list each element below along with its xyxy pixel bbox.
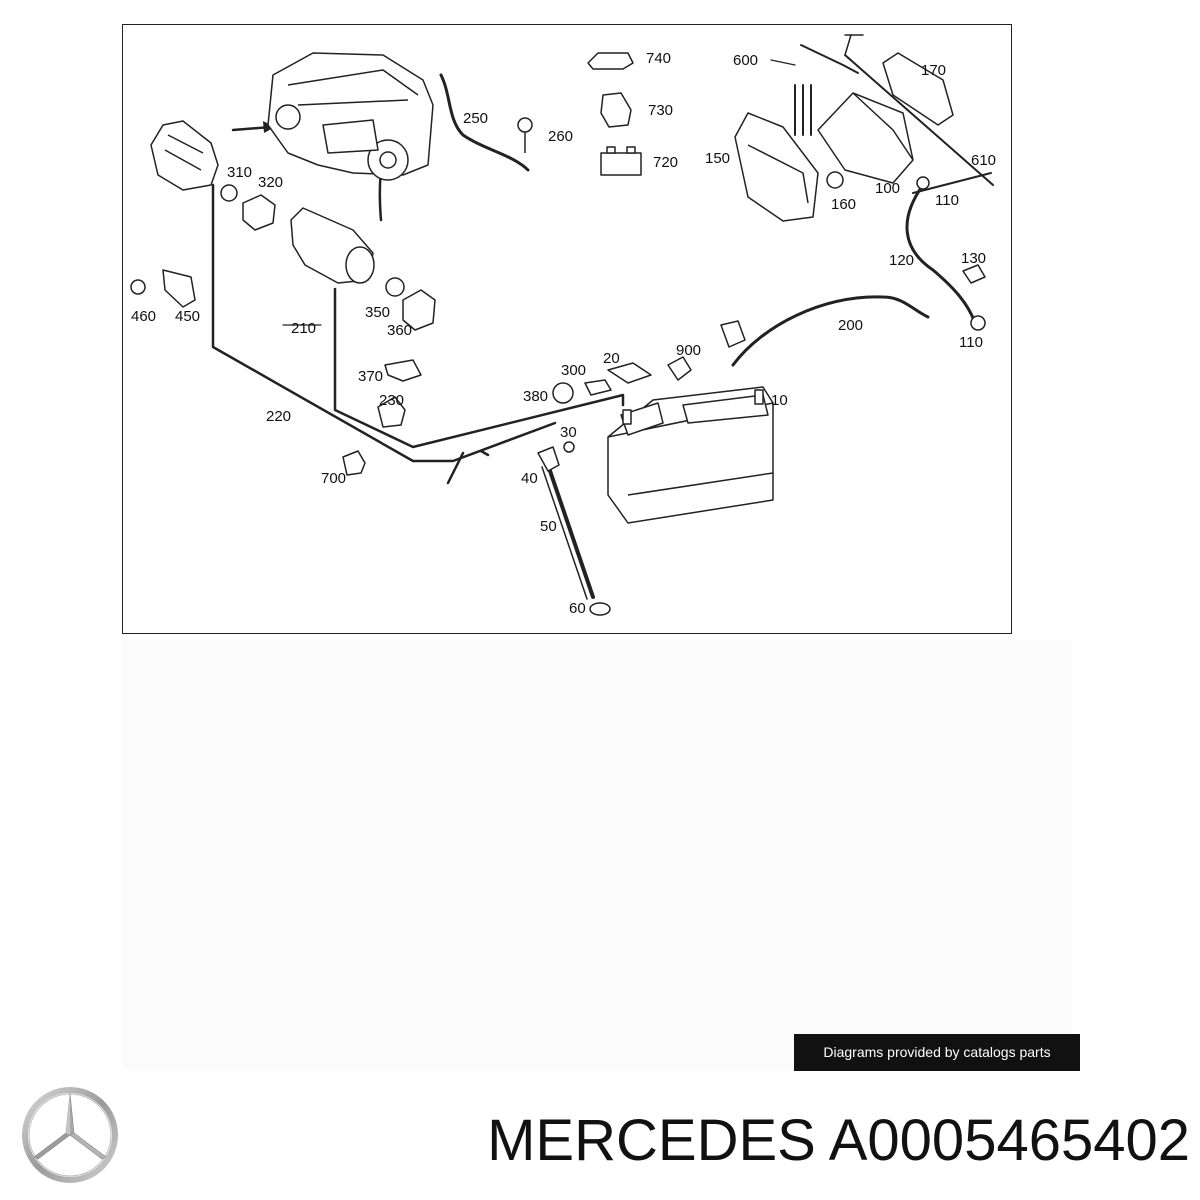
callout-100: 100 xyxy=(875,180,900,197)
callout-360: 360 xyxy=(387,322,412,339)
terminal-40 xyxy=(537,446,560,472)
callout-150: 150 xyxy=(705,150,730,167)
callout-60: 60 xyxy=(569,600,586,617)
bracket-740 xyxy=(587,52,634,70)
callout-50: 50 xyxy=(540,518,557,535)
bracket-370 xyxy=(384,359,422,382)
cable-250 xyxy=(439,73,530,172)
clip-230 xyxy=(377,396,406,428)
nut-380 xyxy=(552,382,574,404)
callout-260: 260 xyxy=(548,128,573,145)
callout-600: 600 xyxy=(733,52,758,69)
bolt-260 xyxy=(517,117,533,133)
nut-160 xyxy=(826,171,844,189)
callout-160: 160 xyxy=(831,196,856,213)
engine-illustration xyxy=(267,52,434,181)
part-title: MERCEDES A0005465402 xyxy=(487,1108,1190,1173)
callout-110a: 110 xyxy=(935,192,959,209)
relay-730 xyxy=(600,92,632,128)
callout-460: 460 xyxy=(131,308,156,325)
sleeve-700 xyxy=(342,450,366,476)
battery-tray-illustration xyxy=(734,112,819,222)
cap-60 xyxy=(589,602,611,616)
cable-200 xyxy=(731,295,930,367)
callout-30: 30 xyxy=(560,424,577,441)
callout-220: 220 xyxy=(266,408,291,425)
callout-740: 740 xyxy=(646,50,671,67)
sensor-200 xyxy=(720,320,746,348)
cover-illustration xyxy=(882,52,954,126)
clip-130 xyxy=(962,264,986,284)
callout-700: 700 xyxy=(321,470,346,487)
diagram-backdrop xyxy=(122,640,1072,1070)
callout-350: 350 xyxy=(365,304,390,321)
callout-310: 310 xyxy=(227,164,252,181)
callout-720: 720 xyxy=(653,154,678,171)
bracket-450 xyxy=(162,269,196,308)
relay-720 xyxy=(600,152,642,176)
battery-illustration xyxy=(607,386,774,524)
fuse-900 xyxy=(667,356,692,381)
callout-170: 170 xyxy=(921,62,946,79)
callout-230: 230 xyxy=(379,392,404,409)
callout-40: 40 xyxy=(521,470,538,487)
nut-310 xyxy=(220,184,238,202)
alternator-illustration xyxy=(150,120,219,191)
bolt-300 xyxy=(584,379,612,396)
callout-200: 200 xyxy=(838,317,863,334)
callout-250: 250 xyxy=(463,110,488,127)
callout-20: 20 xyxy=(603,350,620,367)
connector-110b xyxy=(970,315,986,331)
cable-120 xyxy=(905,183,977,325)
credit-badge: Diagrams provided by catalogs parts xyxy=(794,1034,1080,1071)
callout-110b: 110 xyxy=(959,334,983,351)
cable-220 xyxy=(211,183,557,463)
parts-diagram-drawing: 740 730 720 250 260 600 170 150 610 100 … xyxy=(130,34,996,617)
callout-370: 370 xyxy=(358,368,383,385)
callout-380: 380 xyxy=(523,388,548,405)
nut-30 xyxy=(563,441,575,453)
cable-50 xyxy=(546,463,595,599)
bolt-460 xyxy=(130,279,146,295)
callout-900: 900 xyxy=(676,342,701,359)
bushing-360 xyxy=(402,289,436,331)
nut-350 xyxy=(385,277,405,297)
callout-730: 730 xyxy=(648,102,673,119)
plate-20 xyxy=(607,362,652,384)
callout-130: 130 xyxy=(961,250,986,267)
starter-illustration xyxy=(290,207,375,284)
callout-320: 320 xyxy=(258,174,283,191)
callout-120: 120 xyxy=(889,252,914,269)
cable-210 xyxy=(333,287,625,449)
callout-10: 10 xyxy=(771,392,788,409)
callout-210: 210 xyxy=(291,320,316,337)
bushing-320 xyxy=(242,194,276,231)
mercedes-star-icon xyxy=(22,1087,118,1183)
parts-diagram: 740 730 720 250 260 600 170 150 610 100 … xyxy=(122,24,1012,634)
callout-300: 300 xyxy=(561,362,586,379)
battery-box-illustration xyxy=(817,92,914,184)
connector-110a xyxy=(916,176,930,190)
callout-450: 450 xyxy=(175,308,200,325)
callout-610: 610 xyxy=(971,152,996,169)
